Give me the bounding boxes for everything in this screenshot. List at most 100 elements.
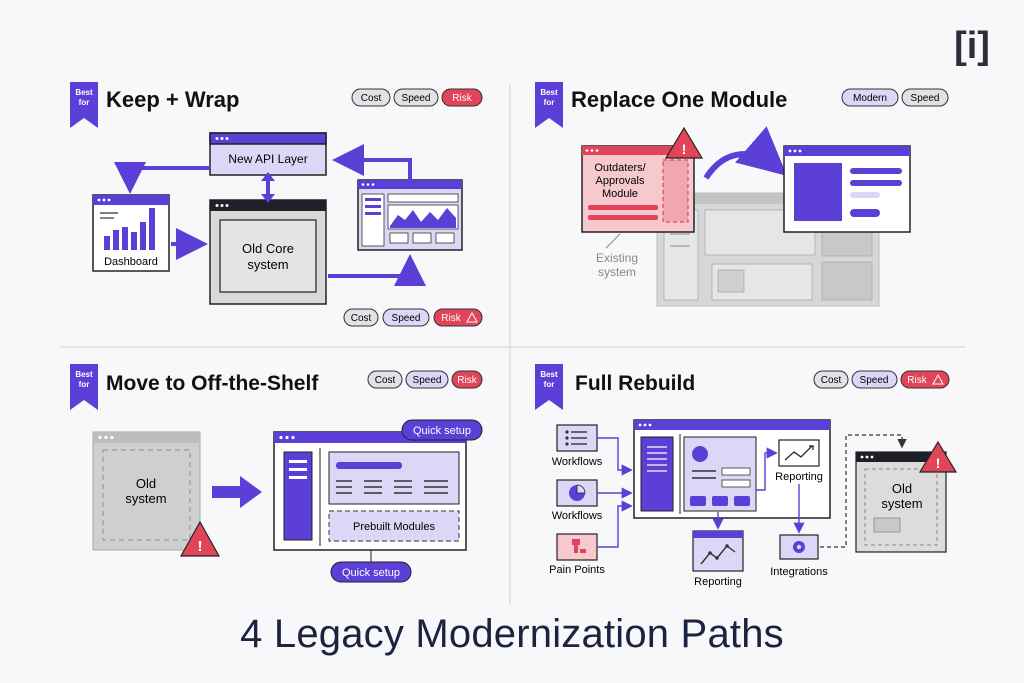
svg-text:Best: Best: [540, 370, 558, 379]
arrow-app-to-reporting: [756, 447, 778, 491]
svg-text:for: for: [79, 380, 90, 389]
tag-speed: Speed: [393, 88, 439, 107]
svg-text:New API Layer: New API Layer: [228, 152, 307, 166]
arrow-api-to-dashboard: [114, 162, 210, 194]
svg-text:for: for: [79, 98, 90, 107]
svg-text:Modern: Modern: [853, 93, 887, 104]
title-replace-module: Replace One Module: [571, 87, 787, 112]
arrow-painpoints-to-app: [597, 500, 633, 548]
svg-text:system: system: [247, 257, 288, 272]
svg-text:Module: Module: [602, 188, 638, 200]
tag-risk-bottom: Risk: [433, 308, 483, 327]
old-core-box: Old Core system: [209, 199, 327, 305]
svg-text:Best: Best: [540, 88, 558, 97]
svg-text:Risk: Risk: [441, 313, 461, 324]
svg-text:for: for: [544, 98, 555, 107]
svg-text:Old: Old: [136, 476, 156, 491]
warning-icon: [466, 311, 478, 323]
off-the-shelf-window: Prebuilt Modules: [273, 431, 467, 551]
tag-speed: Speed: [405, 370, 449, 389]
svg-text:Speed: Speed: [392, 313, 421, 324]
svg-text:Old: Old: [892, 481, 912, 496]
warning-icon: !: [664, 126, 704, 159]
svg-text:Cost: Cost: [361, 93, 382, 104]
tag-speed: Speed: [901, 88, 949, 107]
svg-text:Integrations: Integrations: [770, 566, 828, 578]
svg-text:Cost: Cost: [351, 313, 372, 324]
existing-system-label: Existing: [596, 251, 638, 265]
arrow-replace: [703, 126, 788, 180]
svg-text:Quick setup: Quick setup: [342, 567, 400, 579]
workflows-pie-card: Workflows: [552, 479, 603, 522]
svg-text:Outdaters/: Outdaters/: [594, 162, 646, 174]
svg-text:Reporting: Reporting: [694, 576, 742, 588]
tag-cost: Cost: [367, 370, 403, 389]
title-full-rebuild: Full Rebuild: [575, 372, 695, 395]
svg-text:Quick setup: Quick setup: [413, 425, 471, 437]
svg-text:for: for: [544, 380, 555, 389]
tag-modern: Modern: [841, 88, 899, 107]
tag-cost-bottom: Cost: [343, 308, 379, 327]
pain-points-card: Pain Points: [549, 533, 605, 576]
tag-speed: Speed: [851, 370, 898, 389]
svg-text:Speed: Speed: [413, 375, 442, 386]
tag-risk: Risk: [441, 88, 483, 107]
svg-text:Reporting: Reporting: [775, 471, 823, 483]
warning-icon: !: [918, 440, 958, 473]
footer-title: 4 Legacy Modernization Paths: [240, 612, 784, 656]
svg-text:system: system: [125, 491, 166, 506]
wrapped-app-window: [357, 179, 463, 251]
svg-text:Cost: Cost: [375, 375, 396, 386]
arrow-move: [212, 476, 262, 508]
quick-setup-pill-bottom: Quick setup: [330, 561, 412, 583]
svg-text:Best: Best: [75, 88, 93, 97]
quick-setup-pill-top: Quick setup: [401, 419, 483, 441]
best-for-badge: Best for: [70, 82, 98, 128]
quadrant-replace-module: Best for Replace One Module Modern Speed…: [535, 82, 949, 307]
arrow-core-to-app: [328, 254, 426, 286]
svg-text:system: system: [598, 265, 636, 279]
svg-text:Speed: Speed: [911, 93, 940, 104]
svg-text:Speed: Speed: [860, 375, 889, 386]
quadrant-off-the-shelf: Best for Move to Off-the-Shelf Cost Spee…: [70, 364, 483, 583]
svg-text:Risk: Risk: [452, 93, 472, 104]
svg-text:Cost: Cost: [821, 375, 842, 386]
api-layer-box: New API Layer: [209, 132, 327, 176]
best-for-badge: Best for: [70, 364, 98, 410]
quadrant-full-rebuild: Best for Full Rebuild Cost Speed Risk Wo…: [535, 364, 958, 588]
svg-text:!: !: [936, 455, 941, 471]
svg-text:Workflows: Workflows: [552, 510, 603, 522]
prebuilt-modules-label: Prebuilt Modules: [353, 521, 435, 533]
new-app-window: [633, 419, 831, 519]
svg-text:Approvals: Approvals: [596, 175, 645, 187]
logo: [i]: [954, 25, 990, 67]
svg-text:Best: Best: [75, 370, 93, 379]
tag-speed-bottom: Speed: [382, 308, 430, 327]
old-system-window: Old system: [92, 431, 201, 551]
best-for-badge: Best for: [535, 364, 563, 410]
svg-text:Pain Points: Pain Points: [549, 564, 605, 576]
svg-text:!: !: [682, 141, 687, 157]
svg-text:Risk: Risk: [457, 375, 477, 386]
warning-icon: [932, 373, 944, 385]
svg-text:Workflows: Workflows: [552, 456, 603, 468]
svg-text:Dashboard: Dashboard: [104, 256, 158, 268]
logo-text: [i]: [954, 25, 990, 67]
arrow-workflows1-to-app: [597, 437, 633, 476]
tag-cost: Cost: [351, 88, 391, 107]
best-for-badge: Best for: [535, 82, 563, 128]
svg-text:!: !: [198, 538, 203, 555]
arrow-integrations-to-old: [820, 434, 907, 548]
title-off-the-shelf: Move to Off-the-Shelf: [106, 372, 319, 395]
dashboard-box: Dashboard: [92, 194, 170, 272]
new-module-window: [783, 145, 911, 233]
svg-text:Risk: Risk: [907, 375, 927, 386]
tag-risk: Risk: [451, 370, 483, 389]
arrow-app-to-api: [332, 144, 412, 180]
quadrant-keep-wrap: Best for Keep + Wrap Cost Speed Risk New…: [70, 82, 483, 327]
warning-icon: !: [179, 520, 221, 557]
tag-cost: Cost: [813, 370, 849, 389]
outdated-module-box: Outdaters/ Approvals Module: [581, 145, 695, 233]
